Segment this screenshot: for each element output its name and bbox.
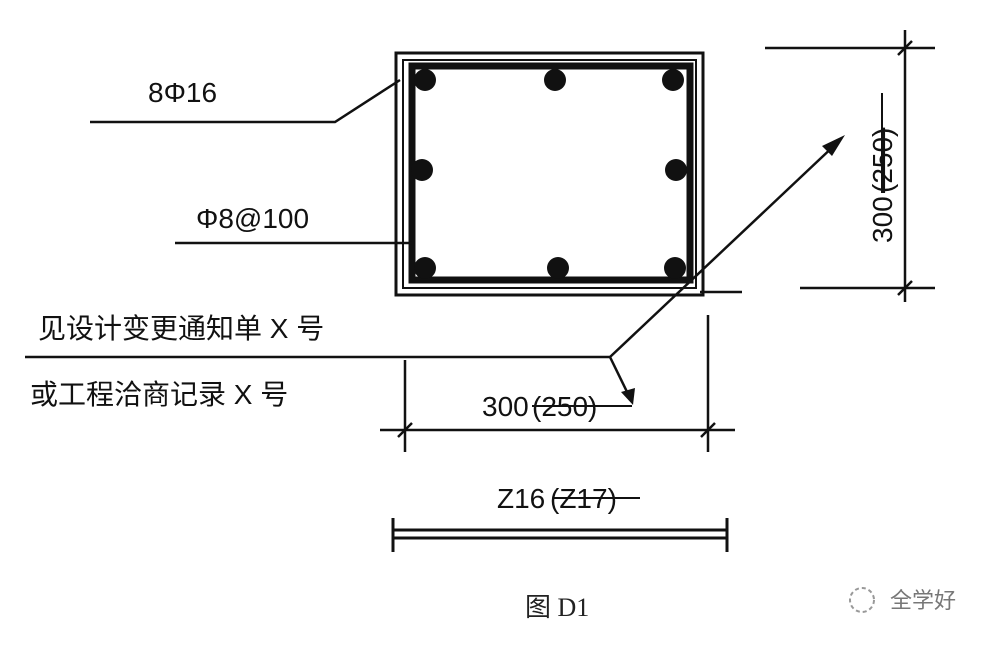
rebar-dots [411, 69, 687, 279]
leader-lines [25, 78, 839, 399]
rebar [414, 257, 436, 279]
rebar-label: 8Φ16 [148, 77, 217, 108]
column-section [394, 51, 705, 297]
height-dim-new: 300 [867, 196, 898, 243]
rebar [544, 69, 566, 91]
stirrup-label: Φ8@100 [196, 203, 309, 234]
column-bar-symbol [391, 518, 729, 552]
note-arrow-up [609, 141, 839, 358]
width-dim-new: 300 [482, 391, 529, 422]
rebar [547, 257, 569, 279]
wechat-icon [849, 587, 875, 613]
watermark: 全学好 [849, 587, 956, 614]
rebar [411, 159, 433, 181]
arrowhead-icon [621, 388, 635, 405]
section-cover-line [402, 59, 697, 289]
rebar [662, 69, 684, 91]
figure-caption: 图 D1 [525, 593, 589, 622]
stirrup [408, 62, 694, 284]
rebar-leader [90, 78, 401, 124]
watermark-text: 全学好 [890, 589, 956, 614]
arrowhead-icon [822, 135, 845, 156]
rebar [414, 69, 436, 91]
note-line-2: 或工程洽商记录 X 号 [30, 379, 288, 410]
width-dimension [380, 315, 735, 452]
rebar [665, 159, 687, 181]
note-line-1: 见设计变更通知单 X 号 [38, 313, 324, 344]
height-dimension [765, 30, 935, 302]
section-outline [394, 51, 705, 297]
rebar [664, 257, 686, 279]
column-new: Z16 [497, 483, 545, 514]
